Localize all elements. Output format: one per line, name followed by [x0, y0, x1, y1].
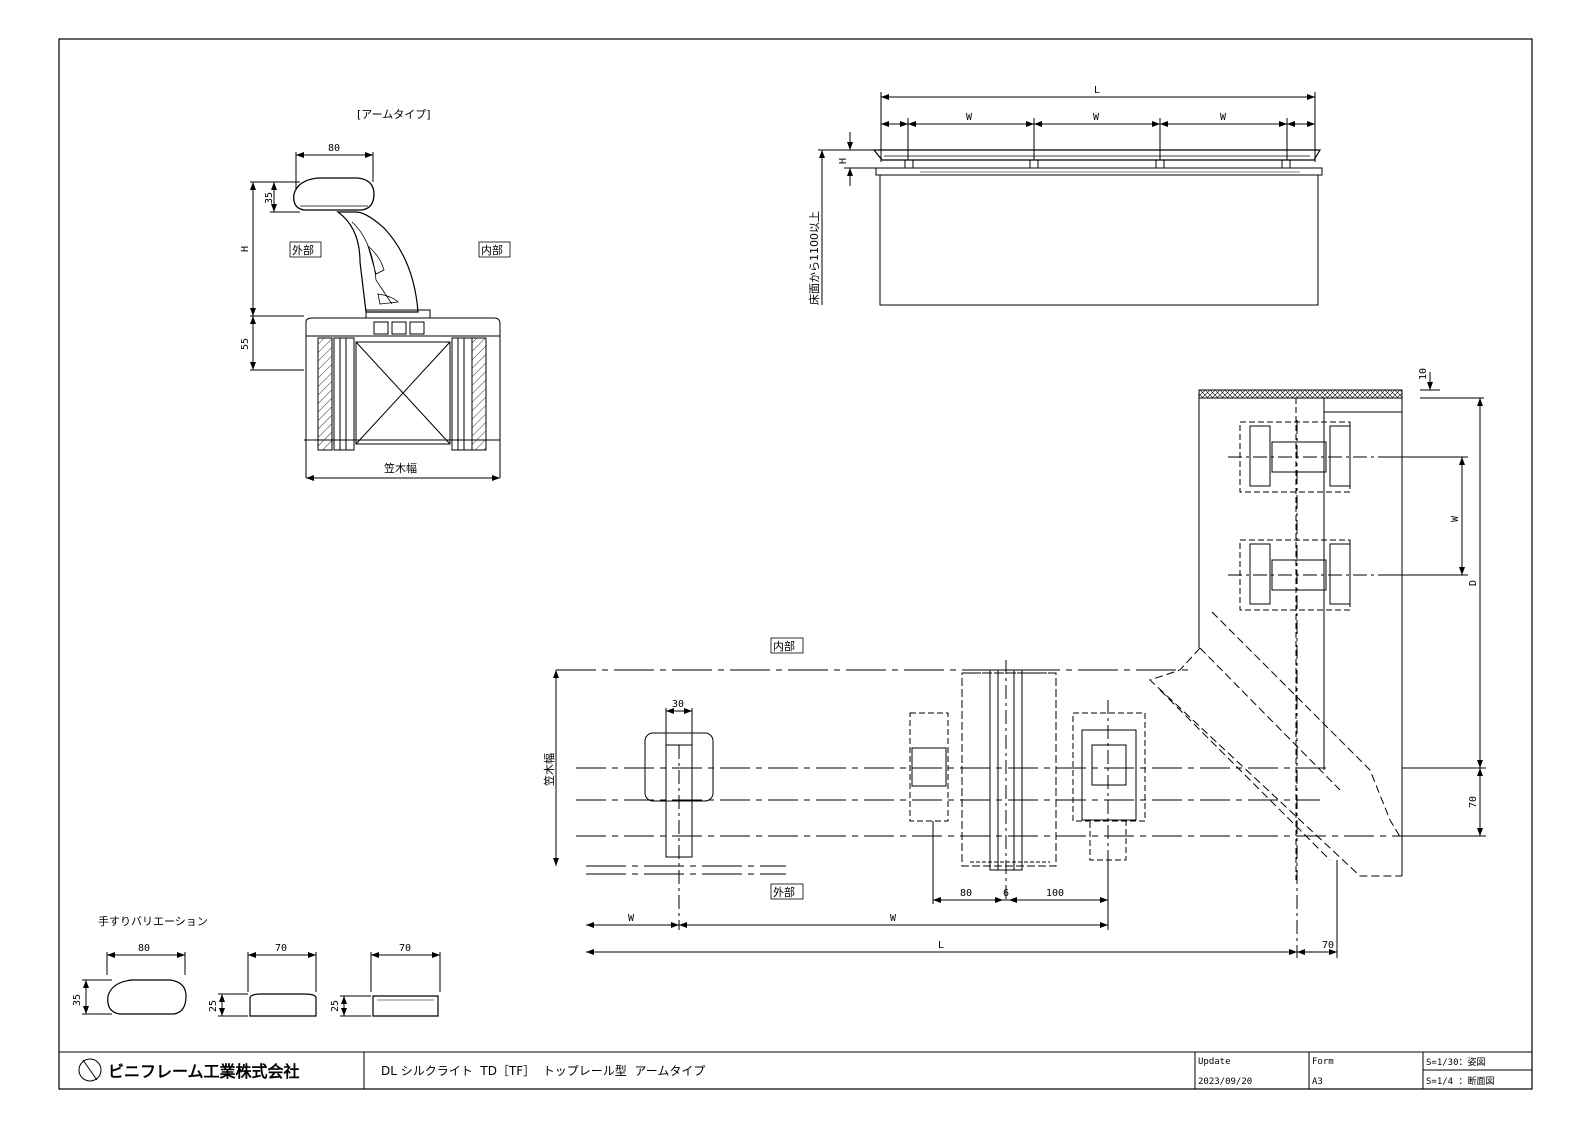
plan-corner-diagonal — [1149, 647, 1402, 877]
variation-2-width: 70 — [275, 943, 287, 954]
plan-dim-70-bottom: 70 — [1322, 940, 1334, 951]
plan-label-inside: 内部 — [773, 639, 795, 653]
plan-dim-6: 6 — [1003, 888, 1009, 899]
variation-3-width: 70 — [399, 943, 411, 954]
variation-2-profile — [249, 993, 317, 1017]
company-name: ビニフレーム工業株式会社 — [108, 1062, 300, 1081]
plan-view: 内部 外部 笠木幅 30 — [542, 368, 1486, 958]
elevation-dim-pitch-1: W — [966, 112, 973, 123]
title-block: ビニフレーム工業株式会社 DL シルクライト TD［TF］ トップレール型 アー… — [59, 1051, 1532, 1089]
scale-section: S=1/4 ：断面図 — [1426, 1075, 1495, 1087]
section-view: [アームタイプ] 80 H 35 55 外部 内部 — [240, 108, 511, 481]
variation-1-width: 80 — [138, 943, 150, 954]
section-dim-width: 80 — [328, 143, 340, 154]
plan-dim-100: 100 — [1046, 888, 1064, 899]
form-value: A3 — [1312, 1077, 1323, 1087]
plan-dim-30: 30 — [672, 699, 684, 710]
plan-dim-w-vertical: W — [1450, 515, 1461, 522]
plan-dim-length-l: L — [938, 940, 944, 951]
variation-1-profile — [107, 979, 187, 1015]
section-dim-rail-height: 35 — [264, 192, 275, 204]
section-dim-coping-width: 笠木幅 — [384, 461, 417, 475]
elevation-dim-floor: 床面から1100以上 — [807, 211, 821, 305]
elevation-dim-pitch-3: W — [1220, 112, 1227, 123]
plan-dim-span-w: W — [890, 913, 897, 924]
elevation-view: L W W W H 床面から1100以上 — [807, 85, 1323, 306]
plan-dim-10: 10 — [1418, 368, 1429, 380]
handrail-profile — [293, 177, 375, 211]
section-dim-base-height: 55 — [240, 338, 251, 350]
variations-title: 手すりバリエーション — [98, 914, 208, 928]
elevation-wall — [879, 174, 1319, 306]
wall-hatch-right — [471, 337, 487, 451]
section-label-outside: 外部 — [292, 243, 314, 257]
variation-3-height: 25 — [330, 1000, 341, 1012]
plan-dim-70-right: 70 — [1468, 796, 1479, 808]
variation-1-height: 35 — [72, 994, 83, 1006]
plan-dim-d-vertical: D — [1468, 580, 1479, 586]
plan-dim-80: 80 — [960, 888, 972, 899]
corner-coping-hatch — [1198, 389, 1403, 399]
plan-dim-end-w: W — [628, 913, 635, 924]
elevation-dim-pitch-2: W — [1093, 112, 1100, 123]
section-label-inside: 内部 — [481, 243, 503, 257]
form-label: Form — [1312, 1057, 1334, 1067]
wall-hatch-left — [317, 337, 333, 451]
plan-dim-coping-width: 笠木幅 — [542, 753, 556, 786]
variation-2-height: 25 — [208, 1000, 219, 1012]
variation-3-profile — [372, 995, 439, 1017]
elevation-dim-height: H — [838, 158, 849, 164]
scale-elevation: S=1/30：姿図 — [1426, 1056, 1486, 1068]
update-label: Update — [1198, 1057, 1231, 1067]
company-logo — [78, 1058, 102, 1082]
section-core — [355, 341, 451, 445]
section-title: [アームタイプ] — [357, 108, 431, 121]
product-title: DL シルクライト TD［TF］ トップレール型 アームタイプ — [381, 1064, 705, 1078]
plan-joint — [961, 672, 1057, 867]
handrail-variations: 手すりバリエーション 80 35 70 25 70 25 — [72, 914, 441, 1017]
elevation-coping — [875, 167, 1323, 176]
update-value: 2023/09/20 — [1198, 1077, 1252, 1087]
plan-label-outside: 外部 — [773, 885, 795, 899]
sheet-border — [58, 38, 1533, 1090]
arm-bracket — [336, 211, 419, 313]
section-dim-arm-height: H — [240, 246, 251, 252]
elevation-dim-total-length: L — [1094, 85, 1100, 96]
elevation-handrail — [872, 149, 1322, 161]
